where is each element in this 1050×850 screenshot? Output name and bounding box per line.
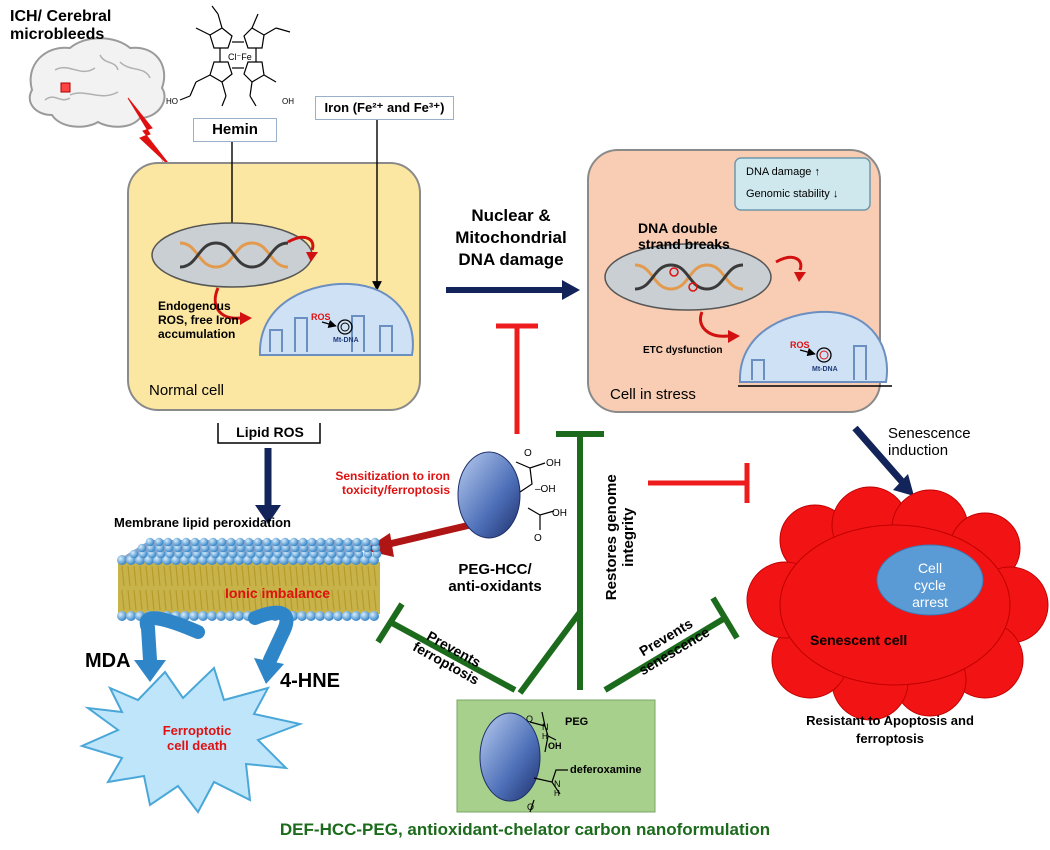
hemin-oh-label: OH <box>282 97 294 106</box>
h-chem-label: H <box>542 732 548 741</box>
svg-text:O: O <box>524 448 532 459</box>
svg-text:OH: OH <box>546 458 561 469</box>
svg-text:O: O <box>534 533 542 544</box>
o-chem-label: O <box>526 714 534 724</box>
dna-damage-up: DNA damage ↑ <box>746 166 820 178</box>
svg-text:OH: OH <box>552 508 567 519</box>
peg-chem-label: PEG <box>565 716 589 728</box>
mtdna-label-normal: Mt-DNA <box>333 337 359 344</box>
mitochondrion-stress <box>738 310 888 383</box>
o-chem-label-2: O <box>527 802 535 812</box>
cell-cycle-arrest-nucleus <box>876 544 984 616</box>
svg-text:–OH: –OH <box>535 484 556 495</box>
genomic-stability-down: Genomic stability ↓ <box>746 188 839 200</box>
etc-label: ETC dysfunction <box>643 345 723 356</box>
hemin-ho-label: HO <box>166 97 178 106</box>
ros-label-normal: ROS <box>311 312 331 322</box>
lipid-ros-label: Lipid ROS <box>236 424 304 440</box>
h-chem-label-2: H <box>554 789 560 798</box>
mda-label: MDA <box>85 650 131 672</box>
footer-caption: DEF-HCC-PEG, antioxidant-chelator carbon… <box>279 820 771 839</box>
hemin-structure-icon <box>179 5 291 107</box>
oh-chem-label: OH <box>548 741 562 751</box>
mtdna-label-stress: Mt-DNA <box>812 366 838 373</box>
peg-hcc-label: PEG-HCC/anti-oxidants <box>448 561 542 596</box>
hne-label: 4-HNE <box>280 670 341 692</box>
normal-cell-label: Normal cell <box>149 382 225 399</box>
hemin-fe-label: Cl⁻Fe <box>228 52 252 62</box>
brain-icon <box>28 37 166 128</box>
mitochondrion-normal <box>258 282 414 356</box>
ros-label-stress: ROS <box>790 340 810 350</box>
stress-cell-label: Cell in stress <box>610 386 696 403</box>
n-chem-label: N <box>542 722 549 732</box>
ionic-imbalance-label: Ionic imbalance <box>225 585 331 601</box>
n-chem-label-2: N <box>554 779 561 789</box>
dna-helix-icon <box>179 241 289 269</box>
nucleus-normal <box>151 222 313 288</box>
ferroptotic-starburst <box>79 666 304 814</box>
normal-cell-box <box>127 162 421 411</box>
senescent-cell-label: Senescent cell <box>810 632 908 648</box>
deferoxamine-label: deferoxamine <box>570 764 642 776</box>
lipid-bilayer-icon <box>117 537 382 621</box>
dna-damage-box <box>734 157 871 211</box>
hemin-label: Hemin <box>193 118 277 142</box>
membrane-title: Membrane lipid peroxidation <box>114 515 291 530</box>
iron-label: Iron (Fe²⁺ and Fe³⁺) <box>315 96 454 120</box>
peg-hcc-particle-icon: OH –OH OH O O <box>457 448 567 544</box>
